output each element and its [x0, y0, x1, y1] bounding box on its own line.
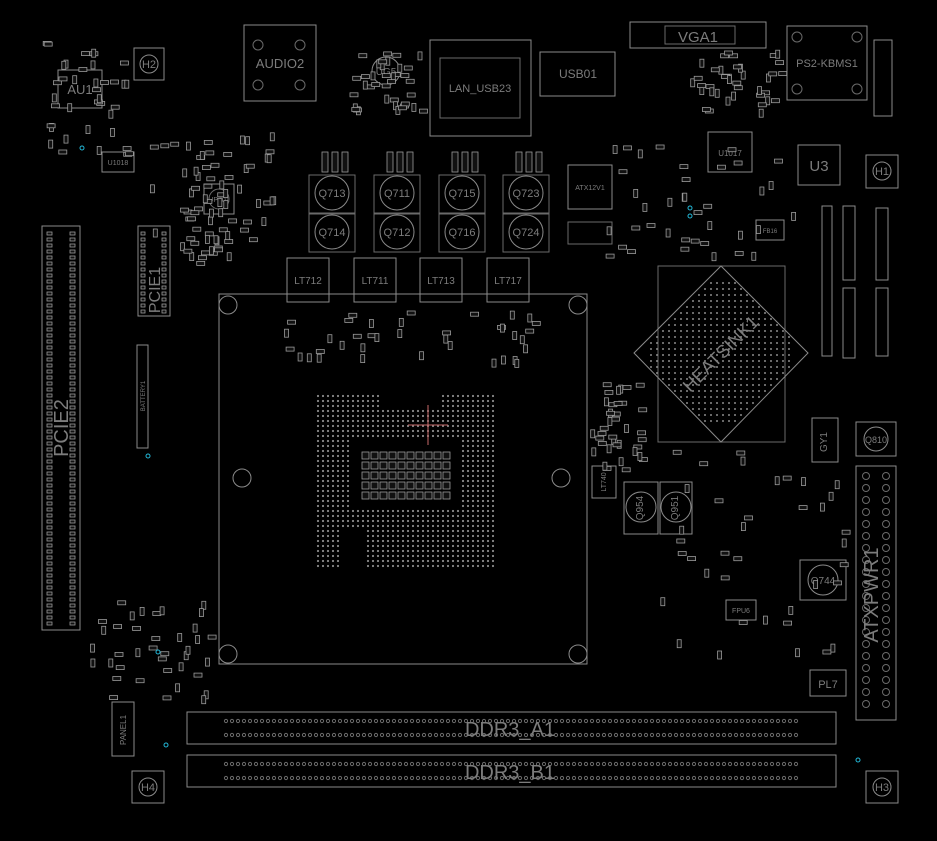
battery-holder: BATTERY1 — [136, 344, 149, 449]
usb-connector: USB01 — [539, 51, 616, 97]
vrm-inductors: LT712 LT711 LT713 LT717 — [286, 257, 530, 303]
q724-label: Q724 — [513, 227, 540, 239]
lan-label: LAN_USB23 — [449, 83, 511, 95]
q744-label: Q744 — [811, 576, 836, 587]
pcie1-label: PCIE1 — [147, 267, 164, 313]
fb16-chip: FB16 — [755, 219, 785, 241]
usb-label: USB01 — [559, 67, 597, 81]
pcie-x1-slot: PCIE1 — [137, 225, 171, 317]
fpu6-chip: FPU6 — [725, 599, 757, 621]
vrm-mosfet-row-bottom: Q714 Q712 Q716 Q724 — [308, 213, 550, 253]
audio-label: AUDIO2 — [256, 56, 304, 71]
q954-label: Q954 — [635, 495, 646, 520]
ps2-header — [873, 39, 893, 117]
q714-label: Q714 — [319, 227, 346, 239]
q954-mosfet: Q954 — [623, 481, 659, 535]
q951-label: Q951 — [670, 495, 681, 520]
q723-label: Q723 — [513, 188, 540, 200]
pl7-inductor: PL7 — [809, 669, 847, 697]
lt740-label: LT740 — [601, 472, 608, 491]
chipset-heatsink: HEATSINK1 — [633, 265, 809, 443]
fiducial-marks — [79, 145, 861, 763]
atx12v-label: ATX12V1 — [575, 185, 605, 192]
mount-hole-h3: H3 — [865, 770, 899, 804]
ps2-label: PS2-KBMS1 — [796, 58, 858, 70]
h1-label: H1 — [875, 166, 889, 178]
u1018-label: U1018 — [108, 160, 129, 167]
ddr3-slot-b: DDR3_B1 — [186, 754, 837, 788]
h3-label: H3 — [875, 782, 889, 794]
q744-mosfet: Q744 — [799, 559, 847, 601]
ug5-label: UG5 — [376, 67, 397, 78]
mount-hole-h4: H4 — [131, 770, 165, 804]
right-headers — [821, 205, 889, 359]
atx-power-connector: ATXPWR1 — [855, 465, 897, 721]
q715-label: Q715 — [449, 188, 476, 200]
q810-component: Q810 — [855, 421, 897, 457]
lt717-label: LT717 — [494, 276, 522, 287]
lan-usb-connector: LAN_USB23 — [429, 39, 532, 137]
smd-passives — [42, 41, 851, 705]
u3-chip: U3 — [797, 144, 841, 186]
ddr-a-label: DDR3_A1 — [465, 719, 555, 741]
u1017-chip: U1017 — [707, 131, 753, 173]
ddr-b-label: DDR3_B1 — [465, 762, 555, 784]
vga-label: VGA1 — [678, 29, 718, 46]
pcie2-label: PCIE2 — [51, 399, 73, 457]
gy1-crystal: GY1 — [811, 417, 839, 463]
mosfet-cap-pins — [321, 151, 543, 173]
cpu-socket — [218, 293, 588, 665]
mount-hole-h2: H2 — [133, 47, 165, 81]
front-panel-header: PANEL1 — [111, 701, 135, 757]
ps2-connector: PS2-KBMS1 — [786, 25, 868, 101]
atxpwr-label: ATXPWR1 — [861, 547, 883, 642]
pcie-x16-slot: PCIE2 — [41, 225, 81, 631]
battery-label: BATTERY1 — [141, 380, 147, 411]
h4-label: H4 — [141, 782, 155, 794]
pl7-label: PL7 — [818, 679, 838, 691]
q713-label: Q713 — [319, 188, 346, 200]
q951-mosfet: Q951 — [659, 481, 693, 535]
lt712-label: LT712 — [294, 276, 322, 287]
u3-label: U3 — [809, 158, 828, 175]
h2-label: H2 — [142, 59, 156, 71]
q711-label: Q711 — [384, 188, 410, 200]
mount-hole-h1: H1 — [865, 154, 899, 189]
fpu6-label: FPU6 — [732, 608, 750, 615]
lt713-label: LT713 — [427, 276, 455, 287]
gy1-label: GY1 — [819, 432, 830, 452]
audio-jack: AUDIO2 — [243, 24, 317, 102]
panel-label: PANEL1 — [119, 714, 128, 745]
ddr3-slot-a: DDR3_A1 — [186, 711, 837, 745]
q810-label: Q810 — [865, 435, 887, 445]
vga-connector: VGA1 — [629, 21, 767, 49]
q716-label: Q716 — [449, 227, 476, 239]
lt711-label: LT711 — [362, 276, 389, 287]
atx12v-connector: ATX12V1 — [567, 164, 613, 245]
q712-label: Q712 — [384, 227, 411, 239]
heatsink-label: HEATSINK1 — [679, 312, 763, 396]
u1018-chip: U1018 — [101, 151, 135, 173]
vrm-mosfet-row-top: Q713 Q711 Q715 Q723 — [308, 174, 550, 214]
u1017-label: U1017 — [718, 149, 742, 158]
fb16-label: FB16 — [763, 229, 778, 235]
au1-label: AU1 — [67, 82, 92, 97]
